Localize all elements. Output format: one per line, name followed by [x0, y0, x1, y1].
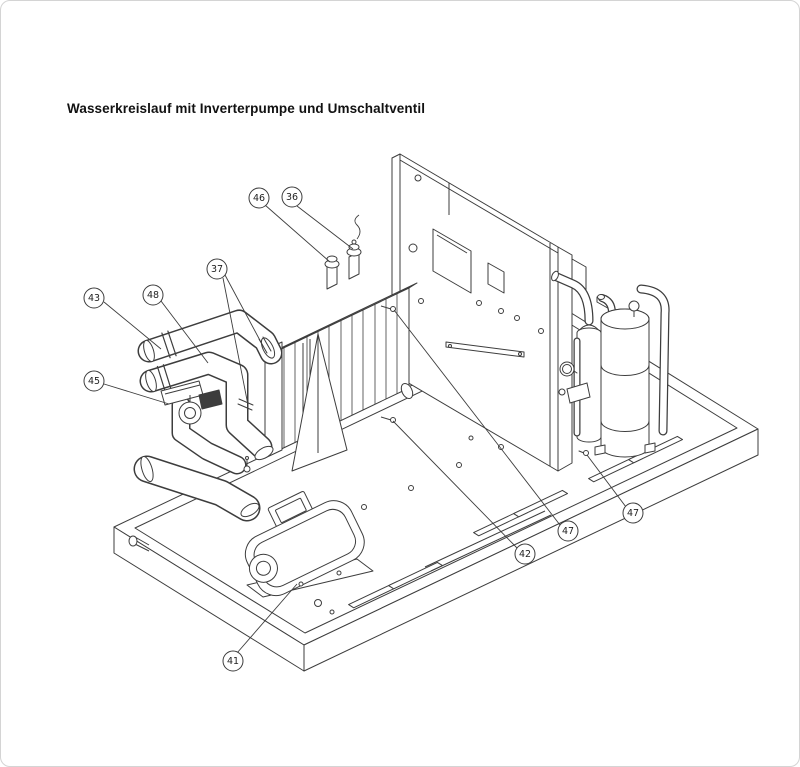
callout-label-42: 42	[519, 549, 531, 560]
callout-balloon-46: 46	[248, 187, 270, 209]
gauge-valve-assembly	[558, 337, 591, 456]
fixing-screw-lower	[380, 416, 396, 423]
callout-balloon-47-left: 47	[557, 520, 579, 542]
callout-label-48: 48	[147, 290, 159, 301]
callout-label-45: 45	[88, 376, 100, 387]
callout-label-37: 37	[211, 264, 223, 275]
callout-balloons: 43 48 45 37 46 36	[83, 186, 644, 672]
callout-balloon-37: 37	[206, 258, 228, 280]
callout-leader-lines	[103, 204, 627, 654]
callout-label-43: 43	[88, 293, 100, 304]
callout-balloon-43: 43	[83, 287, 105, 309]
callout-balloon-48: 48	[142, 284, 164, 306]
switching-valve	[160, 380, 223, 425]
callout-label-36: 36	[286, 192, 298, 203]
callout-label-47-left: 47	[562, 526, 574, 537]
callout-label-46: 46	[253, 193, 265, 204]
back-panel	[391, 153, 614, 472]
bleed-valve	[243, 465, 251, 473]
callout-balloon-45: 45	[83, 370, 105, 392]
callout-label-47-right: 47	[627, 508, 639, 519]
compressor	[594, 294, 656, 458]
callout-label-41: 41	[227, 656, 239, 667]
valve-actuator	[198, 389, 223, 410]
hx-port-sensor	[346, 214, 362, 280]
rear-refrigerant-pipe	[636, 284, 670, 436]
inverter-pump	[244, 491, 374, 598]
accumulator	[551, 270, 602, 443]
support-bracket	[291, 333, 348, 472]
hx-port-vent	[324, 255, 340, 290]
callout-balloon-41: 41	[222, 650, 244, 672]
callout-balloon-47-right: 47	[622, 502, 644, 524]
callout-balloon-42: 42	[514, 543, 536, 565]
figure-title: Wasserkreislauf mit Inverterpumpe und Um…	[67, 101, 426, 116]
callout-balloon-36: 36	[281, 186, 303, 208]
